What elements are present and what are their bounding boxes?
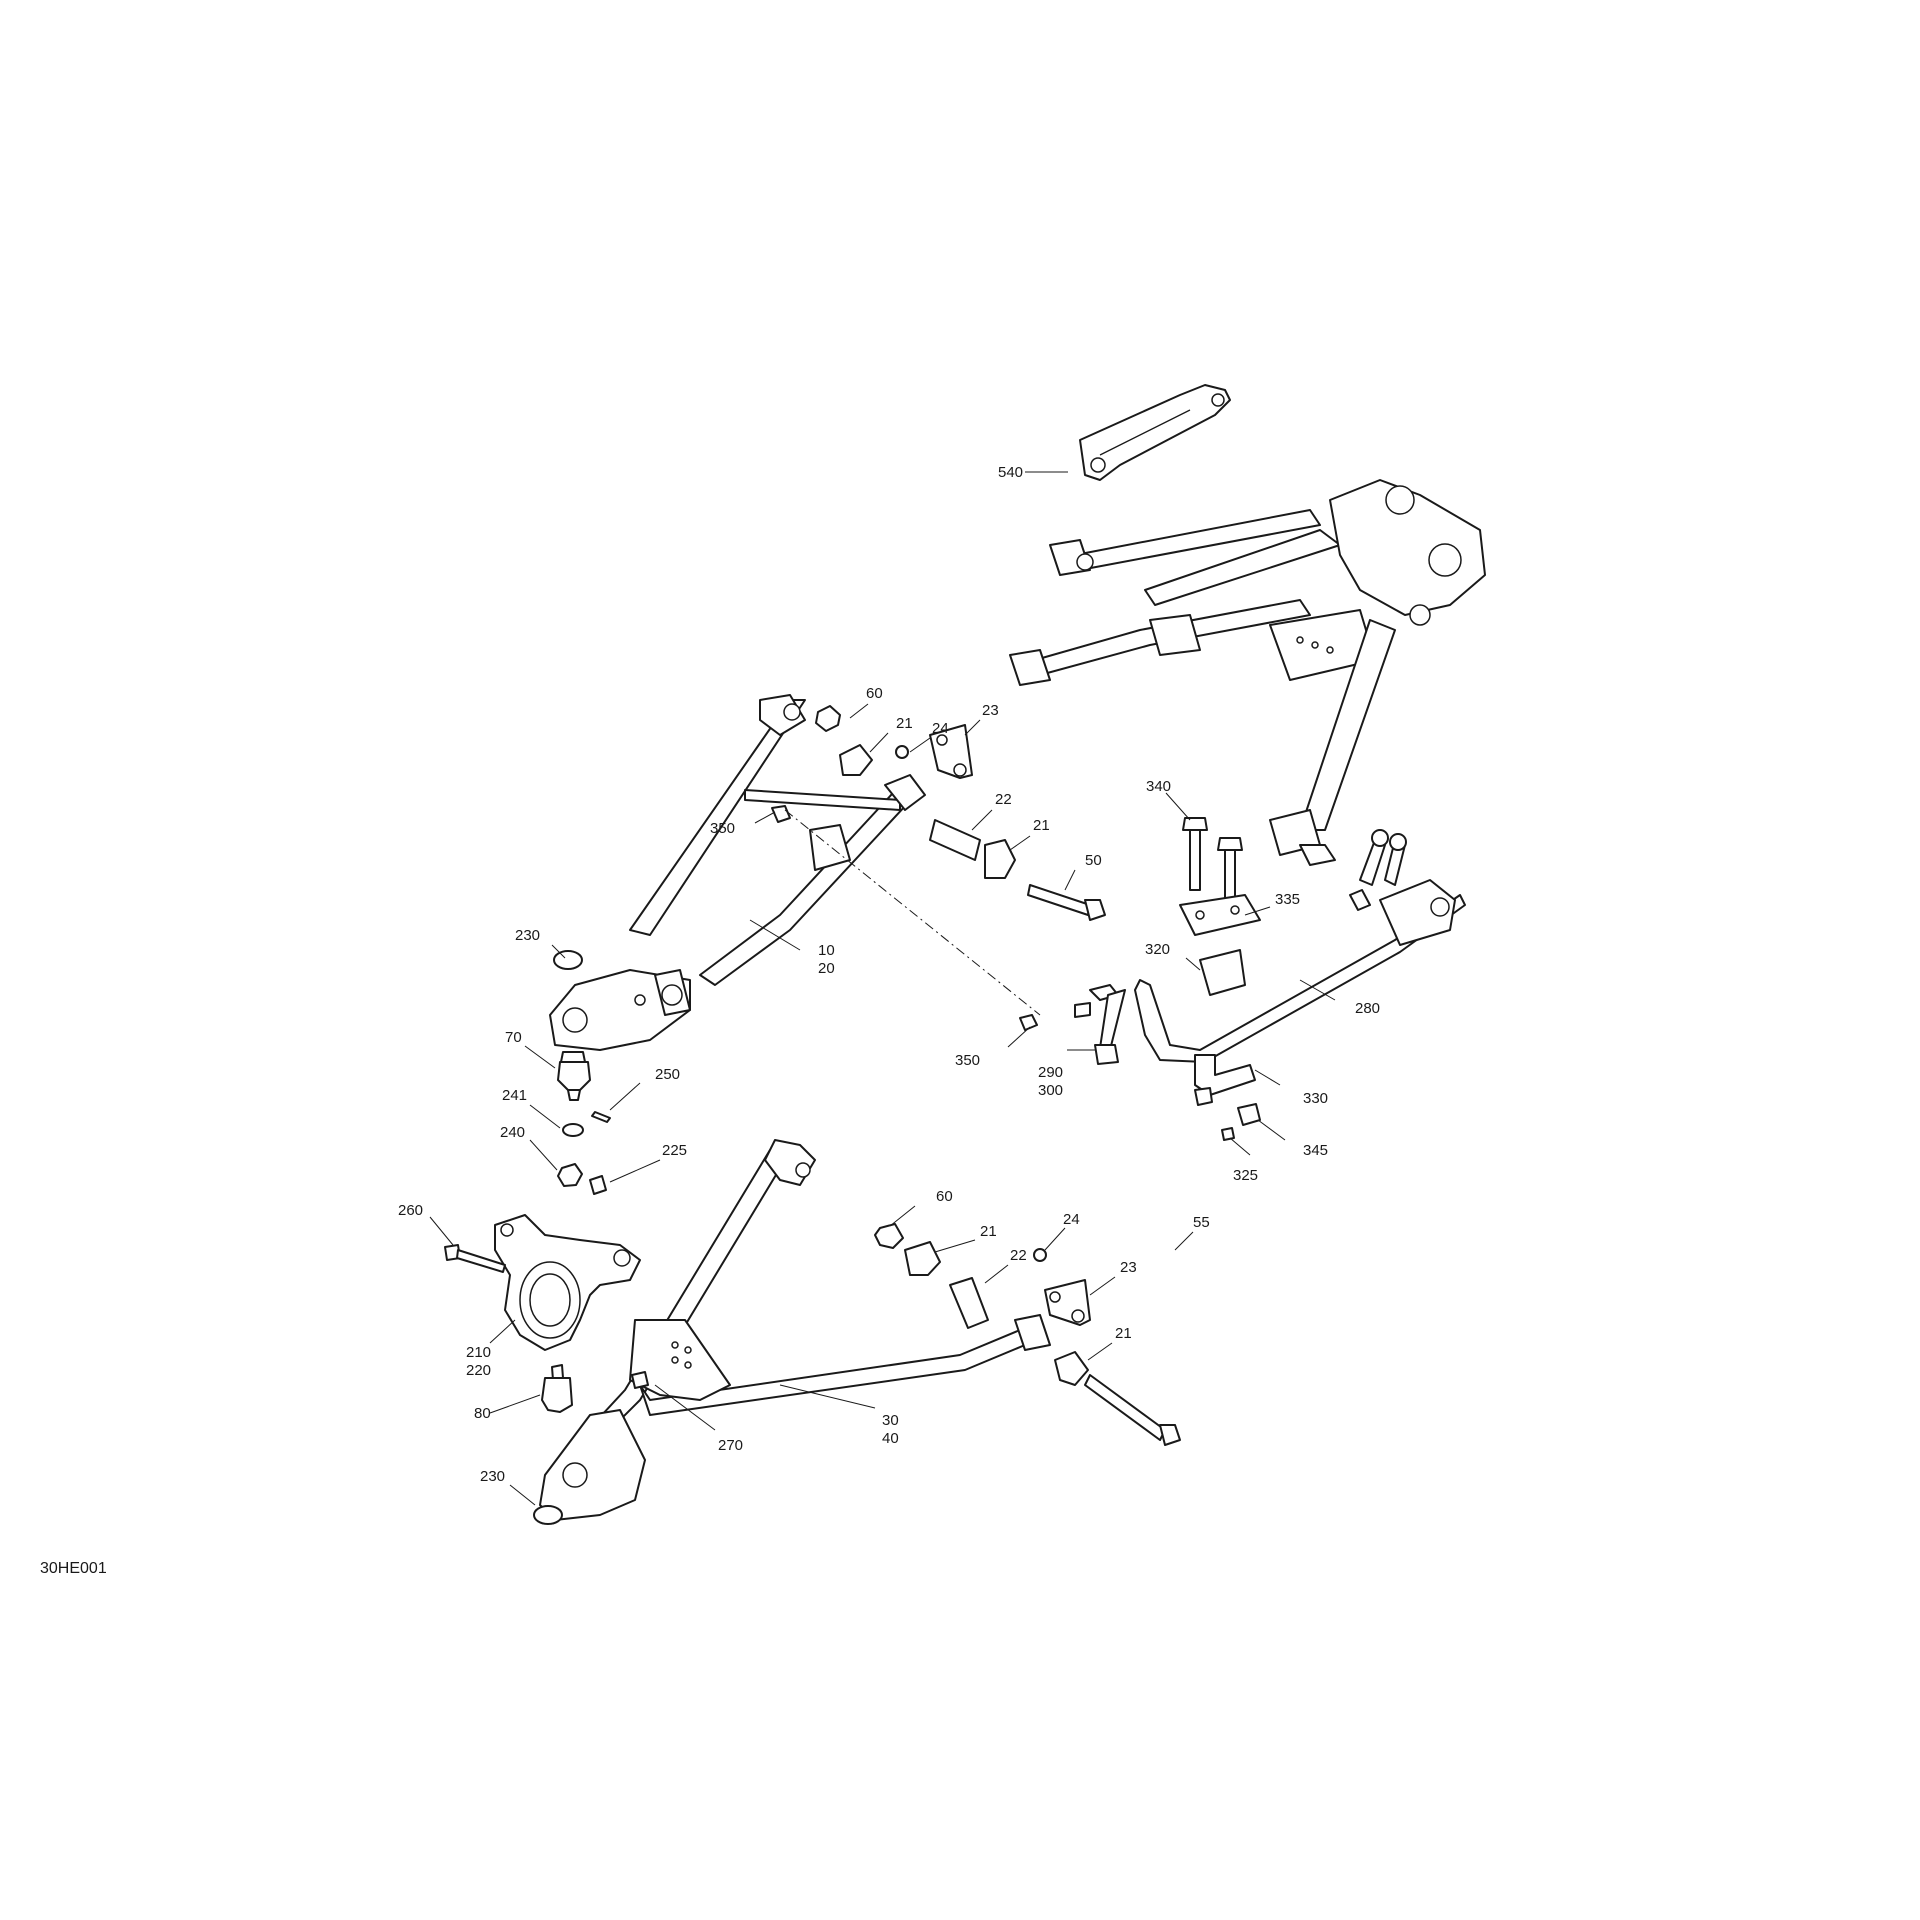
callout-60: 60 [936, 1188, 953, 1205]
callout-23: 23 [1120, 1259, 1137, 1276]
leader-lines [429, 471, 1336, 1506]
callout-23: 23 [982, 702, 999, 719]
upper-a-arm [549, 694, 926, 1051]
assembly-line [784, 809, 1041, 1016]
callout-22: 22 [995, 791, 1012, 808]
callout-335: 335 [1275, 891, 1300, 908]
stabilizer-mount-hardware [1179, 817, 1261, 1141]
callout-70: 70 [505, 1029, 522, 1046]
diagram-code: 30HE001 [40, 1560, 107, 1577]
callout-340: 340 [1146, 778, 1171, 795]
callout-540: 540 [998, 464, 1023, 481]
callout-240: 240 [500, 1124, 525, 1141]
callout-325: 325 [1233, 1167, 1258, 1184]
lower-ball-joint [541, 1364, 573, 1413]
callout-230: 230 [480, 1468, 505, 1485]
callout-22: 22 [1010, 1247, 1027, 1264]
assembled-suspension [1009, 479, 1486, 866]
callout-345: 345 [1303, 1142, 1328, 1159]
callout-50: 50 [1085, 852, 1102, 869]
callout-210: 210 [466, 1344, 491, 1361]
callout-225: 225 [662, 1142, 687, 1159]
bracket-540 [1079, 384, 1231, 481]
callout-80: 80 [474, 1405, 491, 1422]
callout-320: 320 [1145, 941, 1170, 958]
callout-21: 21 [896, 715, 913, 732]
lower-arm-hardware [533, 1223, 1181, 1525]
callout-300: 300 [1038, 1082, 1063, 1099]
upper-ball-joint [557, 1051, 611, 1195]
callout-30: 30 [882, 1412, 899, 1429]
steering-knuckle [444, 1214, 641, 1351]
callout-60: 60 [866, 685, 883, 702]
callout-21: 21 [1115, 1325, 1132, 1342]
callout-280: 280 [1355, 1000, 1380, 1017]
stabilizer-link [1019, 984, 1126, 1065]
callout-24: 24 [932, 720, 949, 737]
callout-241: 241 [502, 1087, 527, 1104]
stabilizer-bar [1134, 829, 1466, 1063]
callout-labels: 540 60 21 24 23 22 21 50 350 230 10 20 3… [398, 464, 1380, 1485]
upper-arm-hardware [553, 705, 1106, 970]
callout-21: 21 [980, 1223, 997, 1240]
callout-260: 260 [398, 1202, 423, 1219]
callout-350: 350 [710, 820, 735, 837]
callout-330: 330 [1303, 1090, 1328, 1107]
callout-270: 270 [718, 1437, 743, 1454]
callout-40: 40 [882, 1430, 899, 1447]
callout-250: 250 [655, 1066, 680, 1083]
callout-24: 24 [1063, 1211, 1080, 1228]
lower-a-arm [539, 1139, 1051, 1521]
callout-21: 21 [1033, 817, 1050, 834]
callout-55: 55 [1193, 1214, 1210, 1231]
callout-220: 220 [466, 1362, 491, 1379]
callout-350: 350 [955, 1052, 980, 1069]
callout-20: 20 [818, 960, 835, 977]
callout-230: 230 [515, 927, 540, 944]
callout-290: 290 [1038, 1064, 1063, 1081]
callout-10: 10 [818, 942, 835, 959]
